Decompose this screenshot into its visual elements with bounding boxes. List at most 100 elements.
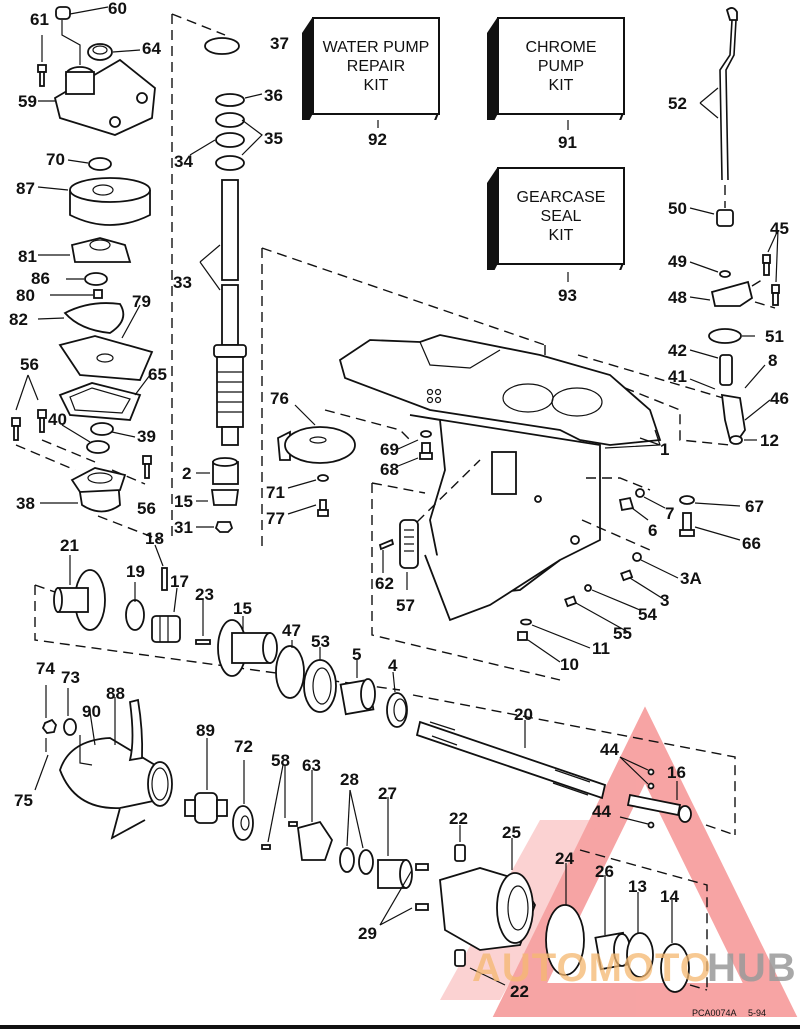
- spring-23-icon: [195, 639, 211, 645]
- o-ring-86-icon: [84, 272, 108, 286]
- coupler-nut-50-icon: [716, 209, 734, 227]
- o-ring-37-icon: [204, 37, 240, 55]
- callout-36: 36: [264, 86, 283, 105]
- seal-40-icon: [86, 440, 110, 454]
- screw-45b-icon: [771, 284, 780, 306]
- bearing-carrier-63-icon: [297, 820, 333, 861]
- callout-27: 27: [378, 784, 397, 803]
- callout-47: 47: [282, 621, 301, 640]
- callout-24: 24: [555, 849, 574, 868]
- callout-35: 35: [264, 129, 283, 148]
- plug-3-icon: [620, 569, 634, 582]
- kit-label-line: GEARCASE: [516, 188, 606, 206]
- washer-71-icon: [317, 474, 329, 482]
- callout-3: 3: [660, 591, 670, 610]
- callout-6: 6: [648, 521, 658, 540]
- o-ring-24-icon: [545, 904, 585, 976]
- callout-15b: 15: [233, 599, 252, 618]
- callout-42: 42: [668, 341, 687, 360]
- washer-73-icon: [63, 718, 77, 736]
- bolt-66-icon: [679, 512, 695, 537]
- gearcase-housing-1-icon: [338, 334, 662, 622]
- kit-label-line: KIT: [363, 76, 389, 94]
- callout-23: 23: [195, 585, 214, 604]
- callout-44b: 44: [592, 802, 611, 821]
- kit-label: CHROME PUMP KIT: [497, 17, 625, 115]
- kit-label-line: KIT: [548, 76, 574, 94]
- callout-90: 90: [82, 702, 101, 721]
- callout-22b: 22: [510, 982, 529, 1001]
- cap-64-icon: [87, 43, 113, 61]
- callout-68: 68: [380, 460, 399, 479]
- callout-73: 73: [61, 668, 80, 687]
- propeller-88-icon: [59, 698, 173, 840]
- callout-3A: 3A: [680, 569, 702, 588]
- screw-29a-icon: [415, 863, 429, 871]
- callout-21: 21: [60, 536, 79, 555]
- callout-66: 66: [742, 534, 761, 553]
- screw-58b-icon: [261, 844, 271, 850]
- callout-74: 74: [36, 659, 55, 678]
- gasket-82-icon: [63, 302, 125, 334]
- cam-follower-16-icon: [626, 793, 692, 823]
- kit-92-water-pump-repair: WATER PUMP REPAIR KIT: [300, 15, 440, 120]
- callout-88: 88: [106, 684, 125, 703]
- clutch-dog-17-icon: [151, 615, 181, 643]
- nut-31-icon: [214, 521, 234, 533]
- leader-dashed-column-mid: [171, 13, 226, 36]
- grommet-60-icon: [55, 6, 71, 20]
- kit-93-gearcase-seal: GEARCASE SEAL KIT: [485, 165, 625, 270]
- callout-63: 63: [302, 756, 321, 775]
- drawing-id: PCA0074A: [692, 1008, 737, 1018]
- callout-72: 72: [234, 737, 253, 756]
- callout-12: 12: [760, 431, 779, 450]
- o-ring-3A-icon: [632, 552, 642, 562]
- screw-56b-icon: [37, 409, 47, 433]
- driveshaft-33-icon: [213, 179, 247, 446]
- callout-56a: 56: [20, 355, 39, 374]
- callout-58: 58: [271, 751, 290, 770]
- retainer-clip-22b-icon: [454, 949, 466, 967]
- thrust-washer-53-icon: [303, 659, 337, 713]
- o-ring-7-icon: [635, 488, 645, 498]
- callout-2: 2: [182, 464, 192, 483]
- washer-54-icon: [584, 584, 592, 592]
- bolt-68-icon: [419, 442, 433, 460]
- callout-77: 77: [266, 509, 285, 528]
- callout-60: 60: [108, 0, 127, 18]
- kit-label-line: WATER PUMP: [322, 38, 430, 56]
- thrust-hub-89-icon: [184, 792, 228, 824]
- water-pump-housing-icon: [53, 58, 156, 136]
- callout-48: 48: [668, 288, 687, 307]
- callout-19: 19: [126, 562, 145, 581]
- gasket-65-icon: [58, 382, 142, 421]
- screw-29b-icon: [415, 903, 429, 911]
- screw-56c-icon: [142, 455, 152, 479]
- leader-dashed-lower-box: [34, 585, 401, 691]
- washer-69-icon: [420, 430, 432, 438]
- callout-29: 29: [358, 924, 377, 943]
- kit-label-line: KIT: [548, 226, 574, 244]
- callout-10: 10: [560, 655, 579, 674]
- screw-45a-icon: [762, 254, 771, 276]
- bearing-2-icon: [212, 457, 239, 485]
- callout-70: 70: [46, 150, 65, 169]
- bearing-4-icon: [386, 692, 408, 728]
- callout-46: 46: [770, 389, 789, 408]
- callout-93: 93: [558, 286, 577, 305]
- kit-label: GEARCASE SEAL KIT: [497, 167, 625, 265]
- callout-13: 13: [628, 877, 647, 896]
- callout-7: 7: [665, 504, 675, 523]
- callout-67: 67: [745, 497, 764, 516]
- plug-10-icon: [517, 631, 528, 641]
- pin-44b-icon: [647, 782, 655, 790]
- bearing-5-icon: [339, 678, 376, 716]
- callout-64: 64: [142, 39, 161, 58]
- callout-52: 52: [668, 94, 687, 113]
- callout-17: 17: [170, 572, 189, 591]
- bottom-border: [0, 1025, 800, 1029]
- o-ring-51-icon: [708, 328, 742, 344]
- impeller-cup-87-icon: [69, 177, 151, 226]
- callout-80: 80: [16, 286, 35, 305]
- forward-gear-21-icon: [53, 569, 106, 631]
